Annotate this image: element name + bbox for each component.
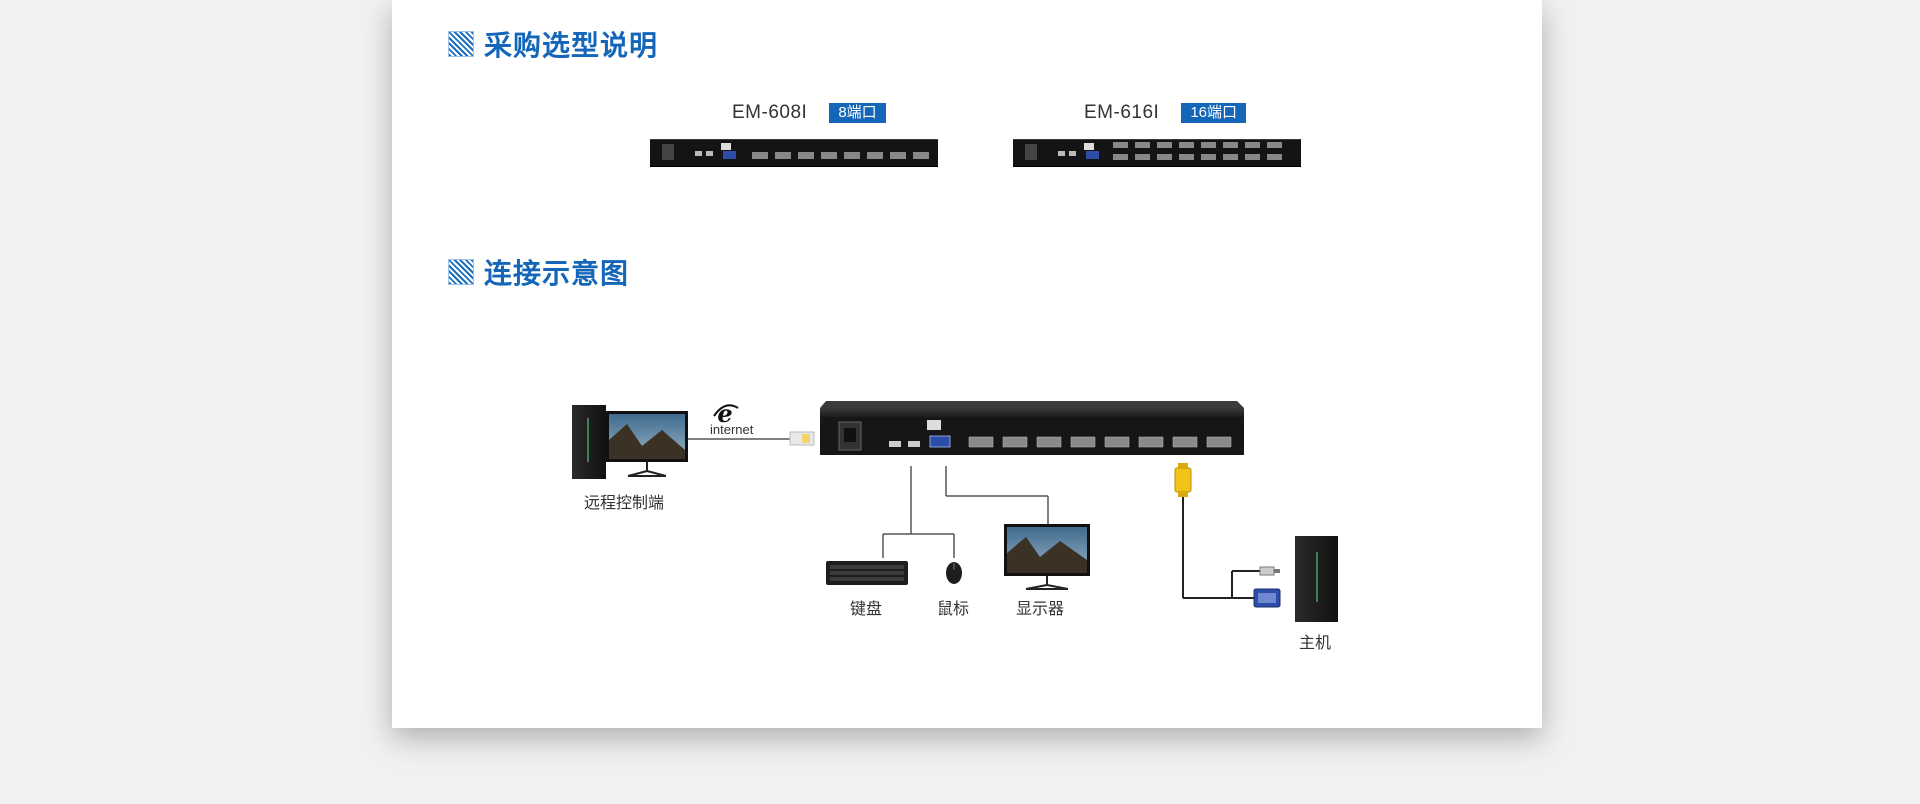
mouse-label: 鼠标	[937, 601, 970, 618]
kvm-switch-device	[820, 401, 1244, 455]
monitor-icon	[1004, 524, 1090, 590]
vga-cable	[945, 466, 1049, 524]
model-name: EM-616I	[1084, 102, 1160, 123]
internet-icon: e	[713, 399, 739, 428]
host-pc-icon	[1295, 536, 1338, 622]
usb-cables	[882, 466, 955, 558]
port-badge: 8端口	[829, 103, 886, 123]
section-title-text: 采购选型说明	[484, 30, 659, 61]
model-em608: EM-608I 8端口	[732, 101, 886, 125]
section-title-purchase: 采购选型说明	[448, 24, 658, 64]
model-em616: EM-616I 16端口	[1084, 101, 1246, 125]
monitor-label: 显示器	[1016, 601, 1065, 618]
remote-pc-icon	[572, 405, 688, 479]
keyboard-label: 键盘	[850, 601, 883, 618]
rj45-connector-icon	[789, 431, 815, 446]
mouse-icon	[946, 562, 962, 584]
remote-control-label: 远程控制端	[584, 495, 665, 512]
host-label: 主机	[1299, 635, 1332, 652]
usb-plug-icon	[1259, 566, 1280, 576]
section-stripe-icon	[448, 31, 474, 57]
vga-adapter-icon	[1174, 463, 1192, 497]
keyboard-icon	[826, 561, 908, 585]
em608-ports	[662, 143, 929, 160]
internet-label: internet	[710, 422, 754, 437]
host-cable	[1182, 497, 1260, 599]
vga-plug-icon	[1253, 588, 1281, 608]
model-name: EM-608I	[732, 102, 808, 123]
em616-ports	[1025, 142, 1282, 160]
port-badge: 16端口	[1181, 103, 1246, 123]
section-title-connection: 连接示意图	[448, 252, 629, 292]
section-stripe-icon	[448, 259, 474, 285]
product-page: 采购选型说明 EM-608I 8端口 EM-616I 16端口 连接示意图	[392, 0, 1542, 728]
section-title-text: 连接示意图	[484, 258, 630, 289]
connection-diagram: e	[572, 142, 1338, 622]
